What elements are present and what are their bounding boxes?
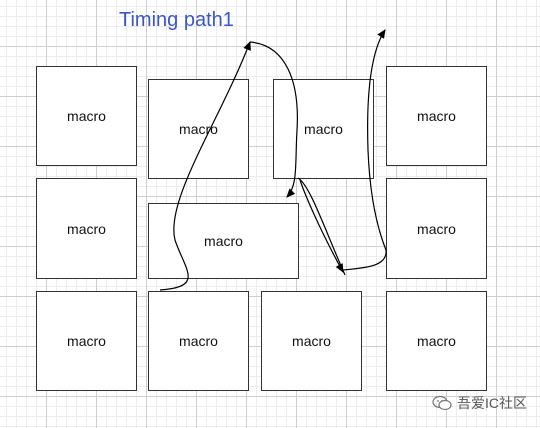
watermark-text: 吾爱IC社区 xyxy=(457,395,527,411)
macro-r1-c3: macro xyxy=(273,79,374,179)
macro-r3-c4: macro xyxy=(386,291,487,391)
macro-r3-c2: macro xyxy=(148,291,249,391)
macro-r2-c4: macro xyxy=(386,178,487,279)
wechat-icon xyxy=(432,395,452,411)
macro-r1-c1: macro xyxy=(36,66,137,166)
macro-r3-c3: macro xyxy=(261,291,362,391)
diagram-title: Timing path1 xyxy=(119,9,234,31)
macro-r2-c1: macro xyxy=(36,178,137,279)
path-segment-3 xyxy=(299,179,344,273)
macro-r1-c4: macro xyxy=(386,66,487,166)
macro-r3-c1: macro xyxy=(36,291,137,391)
watermark: 吾爱IC社区 xyxy=(432,393,527,413)
path-segment-5 xyxy=(297,177,346,276)
path-segment-4 xyxy=(342,29,387,271)
path-segment-2 xyxy=(249,41,298,198)
path-segment-1 xyxy=(159,41,251,291)
macro-r2-wide: macro xyxy=(148,203,299,279)
